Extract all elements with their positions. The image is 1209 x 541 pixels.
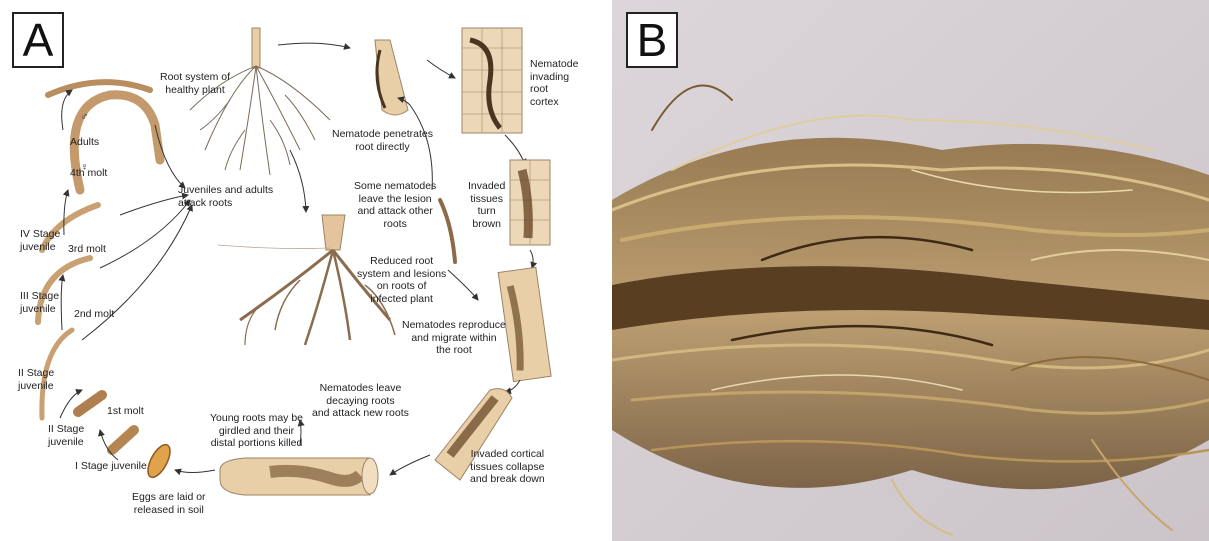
label-invading-cortex: Nematode invading root cortex — [530, 58, 578, 108]
leaving-nematode-icon — [440, 200, 455, 262]
life-cycle-diagram-panel: A — [0, 0, 600, 541]
label-molt2: 2nd molt — [74, 308, 114, 321]
label-stage2-juvenile: II Stage juvenile — [18, 367, 54, 392]
label-reproduce: Nematodes reproduce and migrate within t… — [402, 319, 506, 357]
label-eggs: Eggs are laid or released in soil — [132, 491, 206, 516]
male-symbol: ♂ — [81, 111, 89, 123]
decaying-root-section — [220, 458, 378, 495]
healthy-root-system — [190, 28, 330, 175]
label-molt3: 3rd molt — [68, 243, 106, 256]
panel-letter-a: A — [12, 12, 64, 68]
label-reduced-root: Reduced root system and lesions on roots… — [357, 255, 446, 305]
label-stage4-juvenile: IV Stage juvenile — [20, 228, 60, 253]
stage2b-juvenile-in-egg — [78, 395, 102, 412]
panel-letter-b: B — [626, 12, 678, 68]
label-tissues-brown: Invaded tissues turn brown — [468, 180, 505, 230]
egg-icon — [143, 441, 174, 480]
label-molt1: 1st molt — [107, 405, 144, 418]
label-stage2-juvenile-egg: II Stage juvenile — [48, 423, 84, 448]
root-cortex-cells — [462, 28, 522, 133]
label-molt4: 4th molt — [70, 167, 107, 180]
label-stage3-juvenile: III Stage juvenile — [20, 290, 59, 315]
label-stage1-juvenile: I Stage juvenile — [75, 460, 147, 473]
label-some-leave: Some nematodes leave the lesion and atta… — [354, 180, 436, 230]
adult-male-nematode — [48, 82, 150, 95]
root-photo-panel: B — [612, 0, 1209, 541]
label-juveniles-attack: Juveniles and adults attack roots — [178, 184, 273, 209]
label-young-roots: Young roots may be girdled and their dis… — [210, 412, 303, 450]
label-collapse: Invaded cortical tissues collapse and br… — [470, 448, 545, 486]
browning-root-tissue — [510, 160, 550, 245]
label-leave-decaying: Nematodes leave decaying roots and attac… — [312, 382, 409, 420]
root-section-reproducing — [498, 267, 551, 381]
label-penetrates: Nematode penetrates root directly — [332, 128, 433, 153]
label-adults: ♂ Adults ♀ — [70, 98, 99, 173]
infected-roots-photo — [612, 0, 1209, 541]
stage1-juvenile-in-egg — [112, 430, 134, 450]
label-root-healthy: Root system of healthy plant — [160, 71, 230, 96]
